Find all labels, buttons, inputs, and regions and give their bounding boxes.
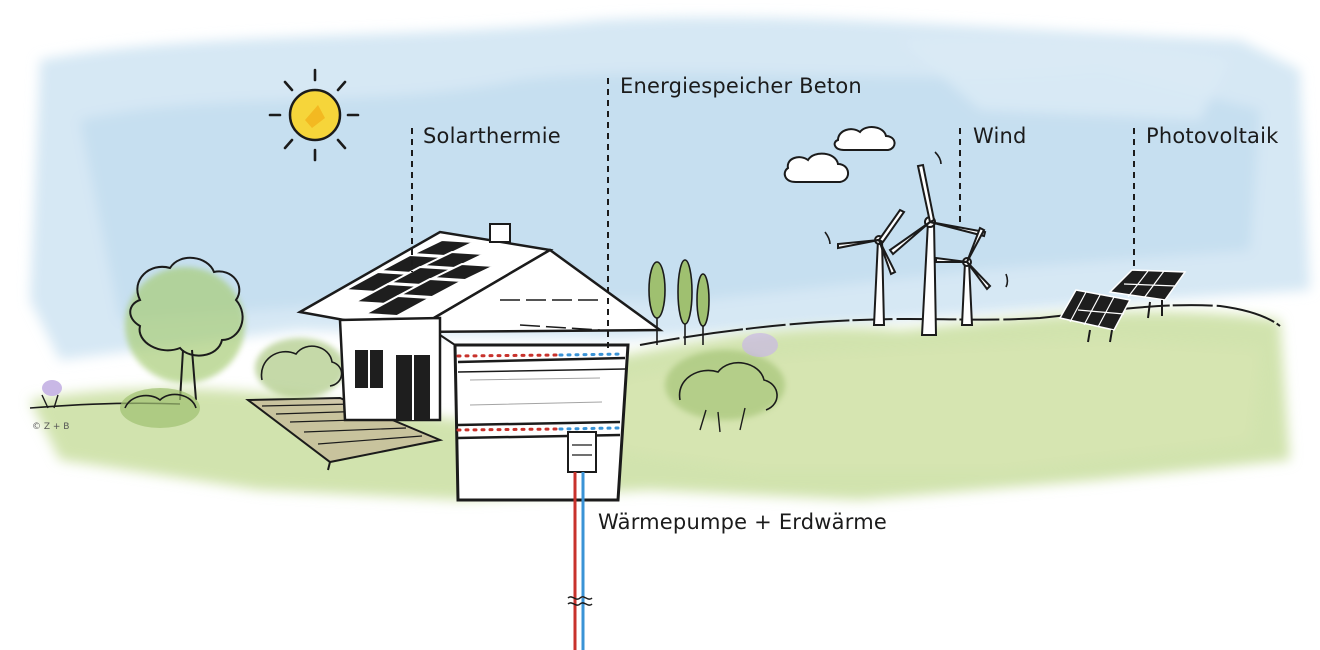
house [296,223,664,502]
bush-center [665,333,785,433]
floor-heating-upper [456,352,624,358]
photovoltaic-panels [1058,269,1187,343]
hill-outline [639,304,1281,346]
ground-pipes [567,472,593,650]
cloud-icon [783,126,896,183]
label-waermepumpe: Wärmepumpe + Erdwärme [598,510,887,534]
label-photovoltaik: Photovoltaik [1146,124,1279,148]
poplar-trees [648,259,710,345]
terrace [245,396,444,471]
bush-left [255,338,345,398]
wind-turbines [837,163,992,336]
tree-left [120,256,245,428]
leader-lines [411,78,1135,350]
label-solarthermie: Solarthermie [423,124,561,148]
label-energiespeicher: Energiespeicher Beton [620,74,862,98]
copyright-credit: © Z + B [32,422,70,432]
floor-heating-lower [456,426,620,432]
flower-icon [41,380,62,409]
heat-pump-unit [567,431,597,473]
sun-icon [268,68,360,162]
solar-thermal-panels [341,238,498,318]
label-wind: Wind [973,124,1027,148]
